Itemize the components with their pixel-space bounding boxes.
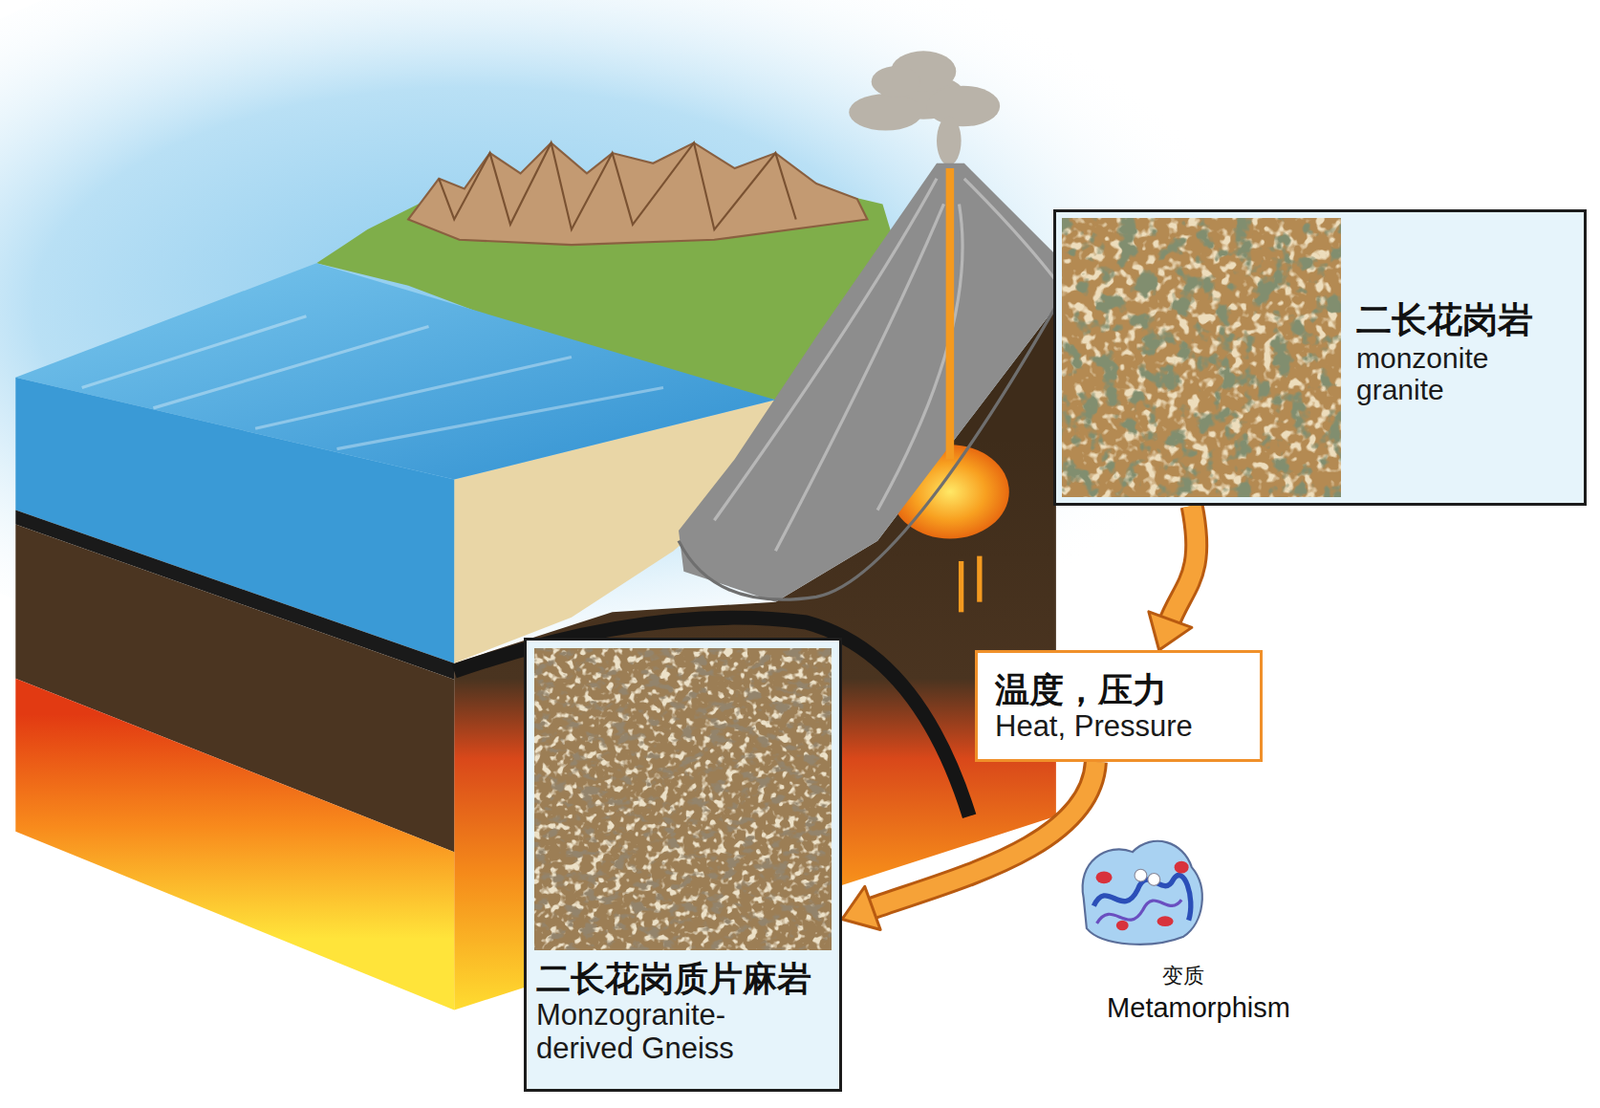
- lava-conduit: [946, 168, 955, 459]
- arrow-outline: [866, 761, 1096, 910]
- granite-base: [1061, 217, 1341, 498]
- volcano: [678, 163, 1057, 603]
- process-arrow: [842, 761, 1096, 930]
- rock-spot: [1134, 868, 1147, 882]
- dike: [976, 556, 982, 603]
- text-column: 二长花岗岩monzonite granite: [1340, 299, 1579, 407]
- mountain-ridges: [438, 142, 797, 230]
- smoke-puff: [871, 65, 921, 97]
- metamorphic-rock-icon: [1082, 841, 1203, 945]
- volcano-base: [678, 305, 1057, 600]
- node-title: 二长花岗岩: [1356, 299, 1579, 342]
- mountains: [408, 142, 867, 245]
- process-arrow: [1148, 505, 1197, 650]
- volcano-strata: [713, 178, 1057, 552]
- node-subtitle: Monzogranite-derived Gneiss: [536, 998, 795, 1065]
- rock-spot: [1174, 861, 1190, 874]
- arrow-outline: [1167, 505, 1196, 626]
- node-subtitle: Heat, Pressure: [994, 710, 1243, 744]
- node-title: 二长花岗质片麻岩: [536, 957, 830, 999]
- gneiss-base: [534, 648, 832, 951]
- rock-sample-box: 二长花岗质片麻岩Monzogranite-derived Gneiss: [523, 637, 843, 1092]
- text-column: 二长花岗质片麻岩Monzogranite-derived Gneiss: [534, 950, 832, 1068]
- rock-sample-box: 二长花岗岩monzonite granite: [1053, 209, 1587, 506]
- process-label: Metamorphism: [1036, 992, 1362, 1024]
- smoke-plume: [848, 50, 1000, 166]
- condition-box: 温度，压力Heat, Pressure: [974, 649, 1263, 762]
- rock-spot: [1157, 915, 1174, 927]
- gneiss-photo: [534, 648, 832, 951]
- rock-spot: [1116, 920, 1129, 931]
- granite-photo: [1061, 217, 1341, 498]
- dike: [958, 561, 964, 612]
- granite-speckle: [1061, 217, 1341, 498]
- smoke-puff: [848, 93, 923, 130]
- arrow-shaft: [1167, 505, 1196, 626]
- arrow-head: [842, 886, 881, 930]
- node-subtitle: monzonite granite: [1356, 342, 1548, 407]
- process-label: 变质: [1020, 963, 1346, 988]
- granite-spots: [1061, 217, 1341, 498]
- rock-spot: [1147, 873, 1161, 887]
- gneiss-spots: [534, 648, 832, 951]
- arrow-head: [1148, 611, 1192, 650]
- arrow-shaft: [866, 761, 1096, 910]
- gneiss-speckle: [534, 648, 832, 951]
- node-title: 温度，压力: [994, 669, 1243, 711]
- mantle: [15, 678, 455, 1011]
- smoke-puff: [936, 116, 962, 166]
- rock-spot: [1095, 870, 1112, 884]
- smoke-puff: [926, 86, 1000, 128]
